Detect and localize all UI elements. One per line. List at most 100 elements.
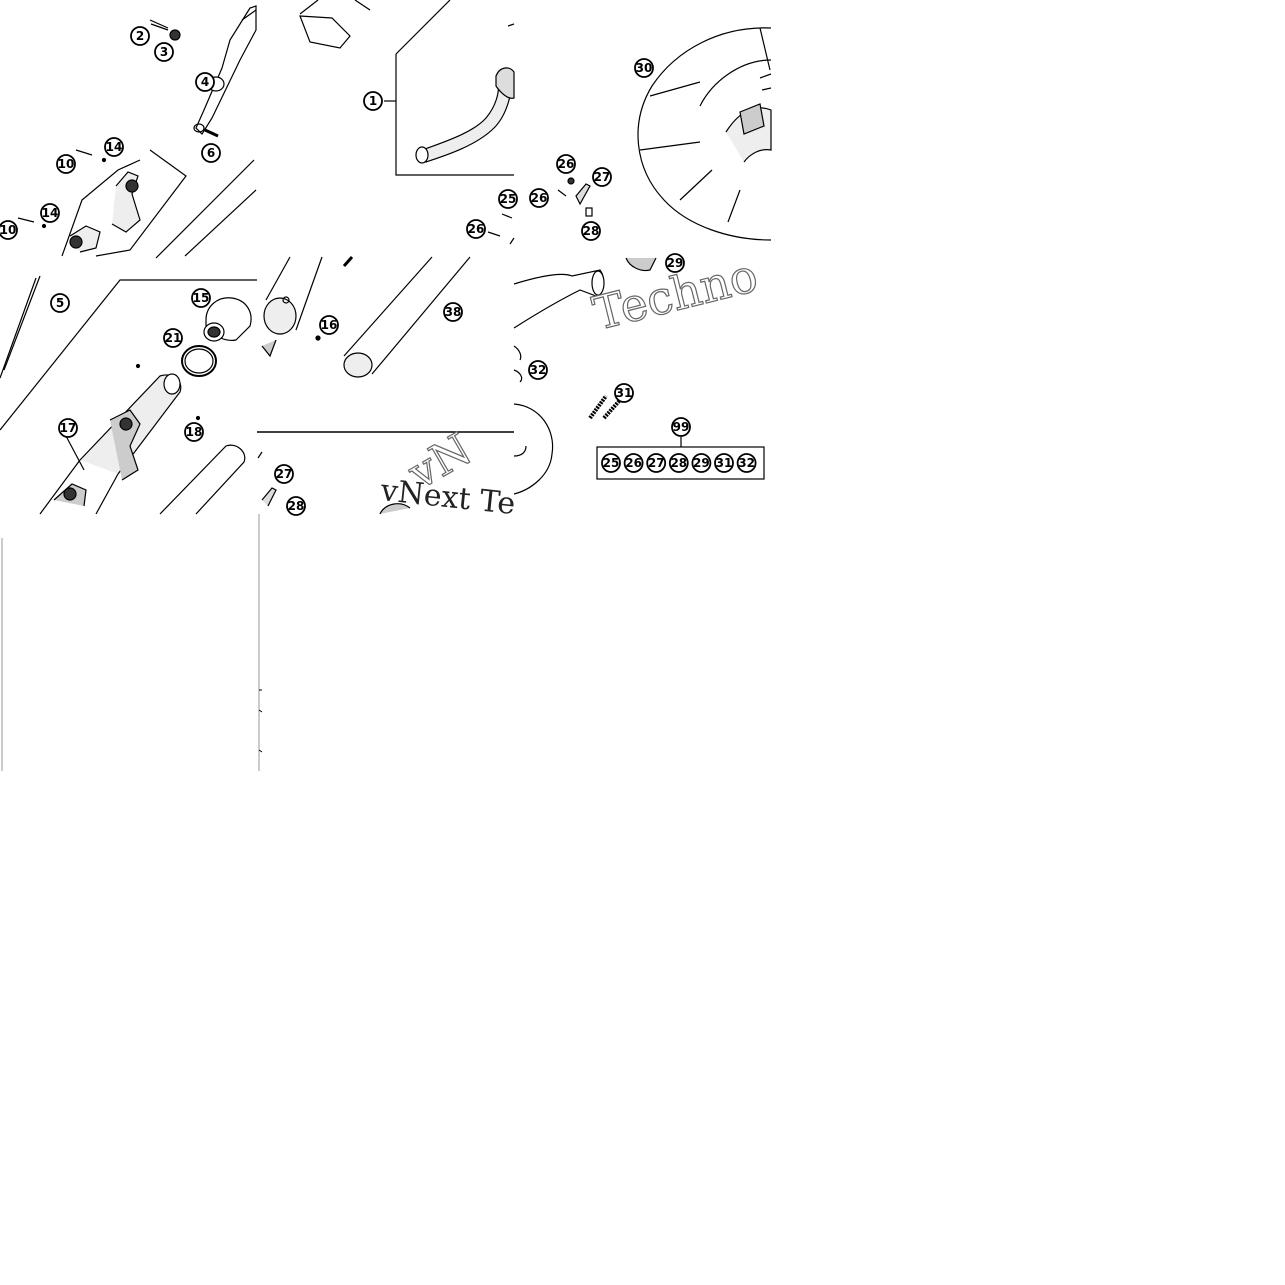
callout-circle — [0, 220, 18, 240]
kit-item-31: 31 — [714, 453, 734, 473]
callout-10-7: 10 — [0, 220, 18, 240]
callout-circle — [274, 464, 294, 484]
callout-label: 28 — [583, 224, 600, 238]
callout-circle — [614, 383, 634, 403]
callout-label: 26 — [468, 222, 485, 236]
callout-label: 18 — [186, 425, 203, 439]
callout-label: 16 — [321, 318, 338, 332]
callout-circle — [668, 453, 689, 473]
callout-18-20: 18 — [184, 422, 204, 442]
callout-circle — [286, 496, 306, 516]
callout-label: 2 — [136, 29, 144, 43]
callout-label: 38 — [445, 305, 462, 319]
callout-circle — [466, 219, 486, 239]
callout-circle — [104, 137, 124, 157]
callout-circle — [163, 328, 183, 348]
callout-circle — [58, 418, 78, 438]
callout-14-4: 14 — [104, 137, 124, 157]
callout-label: 10 — [58, 157, 75, 171]
callout-label: 1 — [369, 94, 377, 108]
callout-circle — [601, 453, 621, 473]
callout-label: 99 — [673, 420, 690, 434]
callout-label: 28 — [288, 499, 305, 513]
callout-38-22: 38 — [443, 302, 463, 322]
kit-item-26: 26 — [623, 453, 644, 473]
callout-circle — [665, 253, 685, 273]
callout-circle — [556, 154, 576, 174]
tile-bracket — [17, 5, 257, 259]
callout-4-2: 4 — [195, 72, 215, 92]
tile-silencer-cap — [0, 275, 257, 515]
callout-circle — [201, 143, 221, 163]
callout-label: 27 — [276, 467, 293, 481]
callout-circle — [154, 42, 174, 62]
callout-label: 10 — [0, 223, 16, 237]
callout-1-8: 1 — [363, 91, 383, 111]
callout-circle — [623, 453, 644, 473]
callout-circle — [691, 453, 712, 473]
callout-label: 25 — [500, 192, 517, 206]
callout-label: 17 — [60, 421, 77, 435]
kit-item-27: 27 — [646, 453, 667, 473]
callout-26-10: 26 — [556, 154, 576, 174]
callout-circle — [130, 26, 150, 46]
callout-21-18: 21 — [163, 328, 183, 348]
callout-label: 32 — [530, 363, 547, 377]
callout-circle — [592, 167, 612, 187]
callout-circle — [714, 453, 734, 473]
kit-item-25: 25 — [601, 453, 621, 473]
callout-circle — [581, 221, 601, 241]
callout-30-9: 30 — [634, 58, 654, 78]
callout-label: 26 — [625, 456, 642, 470]
callout-14-6: 14 — [40, 203, 60, 223]
tile-header-pipe — [299, 0, 515, 245]
callout-label: 6 — [207, 146, 215, 160]
callout-circle — [319, 315, 339, 335]
callout-circle — [191, 288, 211, 308]
callout-27-11: 27 — [592, 167, 612, 187]
tile-expansion-chamber — [557, 27, 772, 241]
callout-circle — [195, 72, 215, 92]
callout-label: 14 — [106, 140, 123, 154]
callout-26-15: 26 — [466, 219, 486, 239]
callout-label: 29 — [693, 456, 710, 470]
callout-32-24: 32 — [528, 360, 548, 380]
callout-label: 5 — [56, 296, 64, 310]
callout-28-28: 28 — [286, 496, 306, 516]
callout-2-0: 2 — [130, 26, 150, 46]
tile-blank-border — [1, 514, 263, 771]
callout-28-13: 28 — [581, 221, 601, 241]
tile-silencer-pipe — [257, 256, 514, 515]
callout-label: 26 — [531, 191, 548, 205]
callout-label: 32 — [738, 456, 755, 470]
callout-16-21: 16 — [319, 315, 339, 335]
callout-31-25: 31 — [614, 383, 634, 403]
callout-circle — [646, 453, 667, 473]
callout-label: 4 — [201, 75, 209, 89]
callout-29-23: 29 — [665, 253, 685, 273]
callout-circle — [363, 91, 383, 111]
callout-circle — [498, 189, 518, 209]
callout-circle — [184, 422, 204, 442]
kit-item-29: 29 — [691, 453, 712, 473]
callout-label: 25 — [603, 456, 620, 470]
callout-circle — [40, 203, 60, 223]
callout-label: 26 — [558, 157, 575, 171]
callout-17-19: 17 — [58, 418, 78, 438]
callout-circle — [443, 302, 463, 322]
callout-10-5: 10 — [56, 154, 76, 174]
callout-circle — [528, 360, 548, 380]
callout-label: 28 — [670, 456, 687, 470]
callout-26-12: 26 — [529, 188, 549, 208]
callout-circle — [671, 417, 691, 437]
callout-25-14: 25 — [498, 189, 518, 209]
callout-circle — [634, 58, 654, 78]
callout-circle — [529, 188, 549, 208]
callout-label: 27 — [594, 170, 611, 184]
callout-99-26: 99 — [671, 417, 691, 437]
kit-item-28: 28 — [668, 453, 689, 473]
callout-6-3: 6 — [201, 143, 221, 163]
callout-label: 29 — [667, 256, 684, 270]
